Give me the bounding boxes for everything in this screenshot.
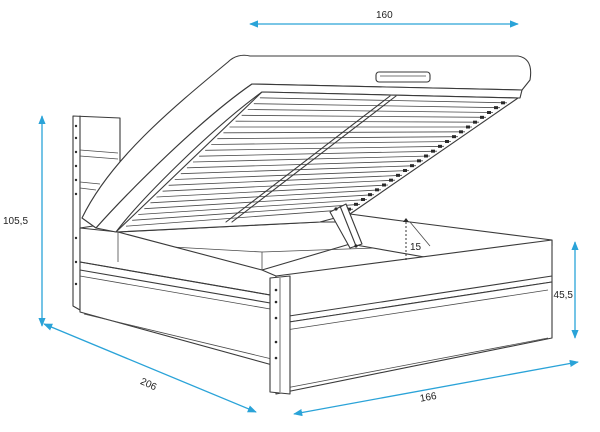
slat xyxy=(199,150,438,157)
slat-holder xyxy=(452,135,456,139)
headboard-height-label: 105,5 xyxy=(3,216,28,227)
storage-depth-label: 15 xyxy=(410,242,422,253)
slat-holder xyxy=(445,140,449,143)
slat-holder xyxy=(403,169,407,172)
slat xyxy=(192,155,431,163)
gas-spring xyxy=(329,203,363,249)
slat xyxy=(223,131,466,134)
slat-holder xyxy=(396,173,400,177)
slat xyxy=(205,145,445,151)
slat-holder xyxy=(368,193,372,197)
width-top-label: 160 xyxy=(376,10,393,21)
slat xyxy=(211,141,452,145)
storage-frame xyxy=(79,213,553,395)
slat-holder xyxy=(417,159,421,163)
headboard-screws xyxy=(74,124,78,286)
slat-holder xyxy=(480,115,484,119)
slat-holder xyxy=(410,164,414,168)
slat-holder xyxy=(424,154,428,158)
slat-holder xyxy=(438,144,442,148)
slat-holder xyxy=(494,106,498,110)
slat-holder xyxy=(389,178,393,182)
slat-holder xyxy=(375,188,379,192)
slat-holder xyxy=(459,130,463,134)
lifted-mattress xyxy=(81,54,532,249)
slat-holder xyxy=(347,207,351,211)
length-label: 206 xyxy=(138,376,158,393)
slat-holder xyxy=(361,198,365,201)
corner-post-screws xyxy=(274,288,278,360)
width-bottom-dimension xyxy=(293,359,579,417)
slat-holder xyxy=(501,101,505,105)
slat-holder xyxy=(487,111,491,114)
slat xyxy=(180,165,417,175)
footboard-height-label: 45,5 xyxy=(554,290,574,301)
slat xyxy=(132,203,361,221)
slat-holder xyxy=(473,120,477,124)
length-dimension xyxy=(43,323,257,413)
width-bottom-label: 166 xyxy=(419,391,438,405)
slat-holder xyxy=(466,125,470,129)
slat-holder xyxy=(382,183,386,187)
slat xyxy=(126,208,354,227)
slat-holder xyxy=(354,202,358,206)
slat-holder xyxy=(431,149,435,153)
slat xyxy=(217,136,459,140)
slat xyxy=(138,199,368,215)
storage-depth-dimension: 15 xyxy=(403,218,422,260)
slat xyxy=(174,170,410,180)
dimension-lines xyxy=(38,20,579,417)
slat xyxy=(186,160,424,169)
